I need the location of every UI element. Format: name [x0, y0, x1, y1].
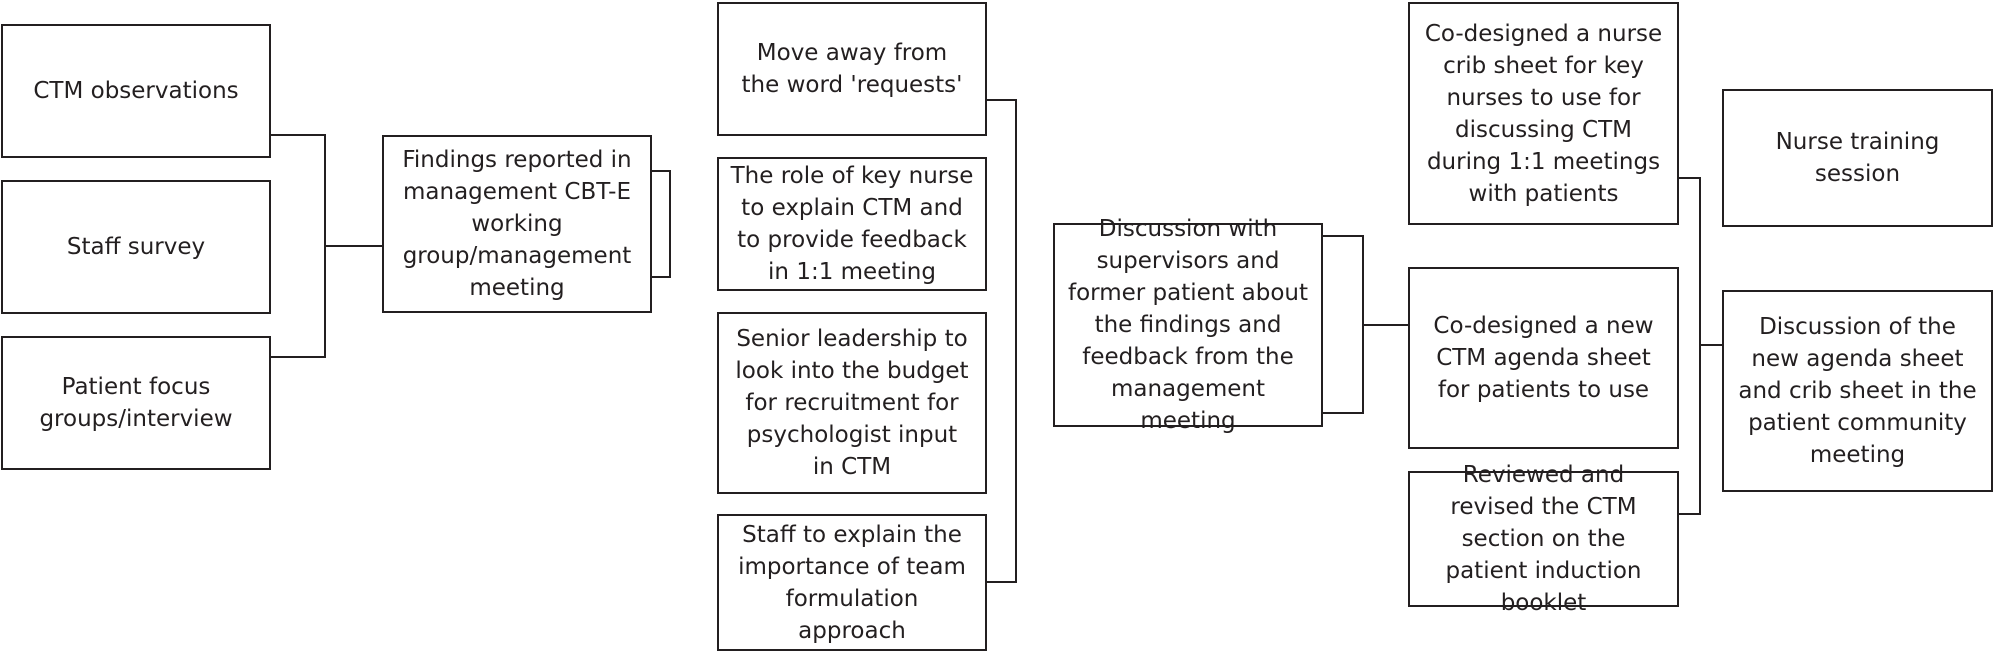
box-community-meeting-label: Discussion of the new agenda sheet and c…: [1738, 314, 1977, 468]
connector-discussion-bracket: [1322, 235, 1364, 414]
box-findings-reported: Findings reported in management CBT-E wo…: [382, 135, 652, 313]
box-induction-booklet-label: Reviewed and revised the CTM section on …: [1445, 462, 1642, 616]
box-community-meeting: Discussion of the new agenda sheet and c…: [1722, 290, 1993, 492]
box-discussion-supervisors-label: Discussion with supervisors and former p…: [1067, 216, 1309, 434]
connector-col3-bracket: [986, 99, 1017, 583]
box-agenda-sheet-label: Co-designed a new CTM agenda sheet for p…: [1433, 313, 1654, 403]
box-staff-survey-label: Staff survey: [66, 234, 206, 260]
box-role-key-nurse-label: The role of key nurse to explain CTM and…: [730, 163, 974, 285]
box-ctm-observations: CTM observations: [1, 24, 271, 158]
box-move-away: Move away from the word 'requests': [717, 2, 987, 136]
connector-findings-bracket: [651, 170, 671, 278]
box-crib-sheet-label: Co-designed a nurse crib sheet for key n…: [1424, 20, 1663, 207]
box-senior-leadership: Senior leadership to look into the budge…: [717, 312, 987, 494]
box-staff-explain-label: Staff to explain the importance of team …: [738, 521, 966, 644]
box-agenda-sheet: Co-designed a new CTM agenda sheet for p…: [1408, 267, 1679, 449]
box-discussion-supervisors: Discussion with supervisors and former p…: [1053, 216, 1323, 434]
box-patient-focus-label: Patient focus groups/interview: [39, 374, 233, 432]
box-staff-explain: Staff to explain the importance of team …: [717, 514, 987, 651]
box-ctm-observations-label: CTM observations: [33, 78, 239, 104]
box-senior-leadership-label: Senior leadership to look into the budge…: [735, 326, 969, 480]
connector-col5-bracket: [1678, 177, 1701, 515]
box-move-away-label: Move away from the word 'requests': [741, 40, 963, 98]
box-findings-reported-label: Findings reported in management CBT-E wo…: [402, 147, 632, 301]
box-staff-survey: Staff survey: [1, 180, 271, 314]
box-nurse-training: Nurse training session: [1722, 89, 1993, 227]
box-nurse-training-label: Nurse training session: [1775, 129, 1940, 187]
box-patient-focus: Patient focus groups/interview: [1, 336, 271, 470]
box-role-key-nurse: The role of key nurse to explain CTM and…: [717, 157, 987, 291]
box-induction-booklet: Reviewed and revised the CTM section on …: [1408, 462, 1679, 616]
connector-col1-bracket: [270, 134, 326, 358]
box-crib-sheet: Co-designed a nurse crib sheet for key n…: [1408, 2, 1679, 225]
